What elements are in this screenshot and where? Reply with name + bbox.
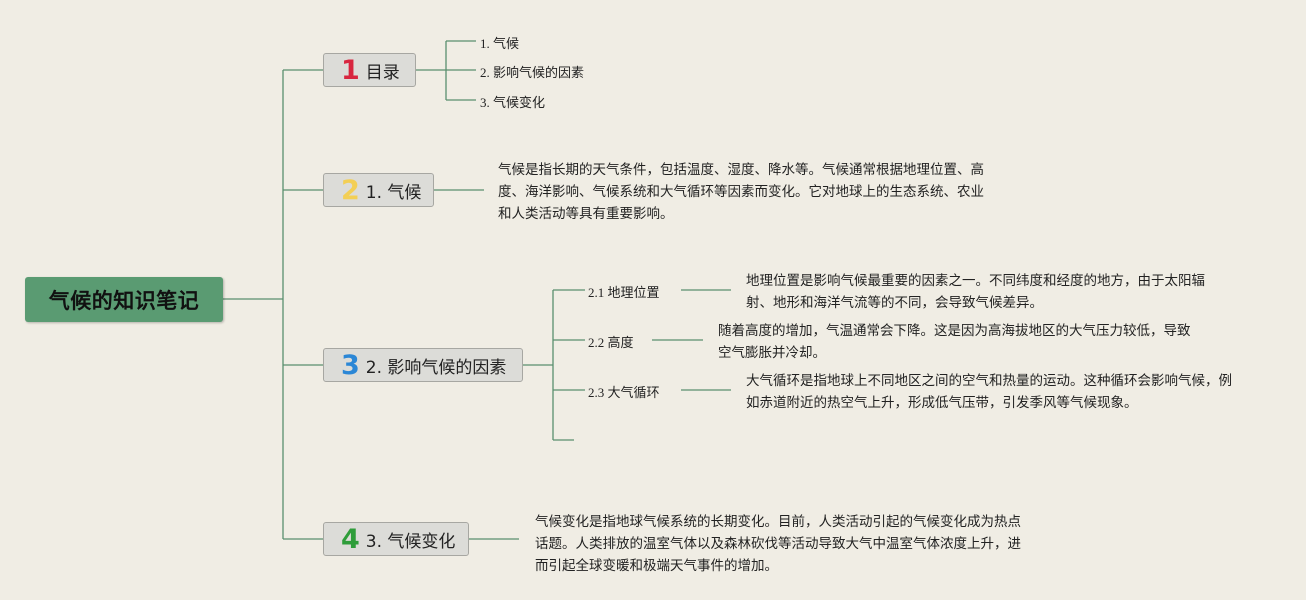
geography-note: 地理位置是影响气候最重要的因素之一。不同纬度和经度的地方，由于太阳辐射、地形和海… bbox=[746, 273, 1205, 311]
factor-altitude[interactable]: 2.2 高度 bbox=[588, 335, 634, 350]
topic-climate-change[interactable]: 4 3. 气候变化 bbox=[323, 522, 469, 556]
topic-climate[interactable]: 2 1. 气候 bbox=[323, 173, 434, 207]
contents-item[interactable]: 3. 气候变化 bbox=[480, 95, 546, 110]
number-2-icon: 2 bbox=[341, 174, 360, 206]
contents-item[interactable]: 1. 气候 bbox=[480, 36, 520, 51]
number-1-icon: 1 bbox=[341, 54, 360, 86]
root-topic[interactable]: 气候的知识笔记 bbox=[25, 277, 223, 322]
topic-label: 目录 bbox=[365, 62, 400, 83]
altitude-note: 随着高度的增加，气温通常会下降。这是因为高海拔地区的大气压力较低，导致空气膨胀并… bbox=[718, 323, 1191, 361]
topic-label: 2. 影响气候的因素 bbox=[365, 357, 507, 378]
contents-item[interactable]: 2. 影响气候的因素 bbox=[480, 65, 585, 80]
climate-change-note: 气候变化是指地球气候系统的长期变化。目前，人类活动引起的气候变化成为热点话题。人… bbox=[535, 514, 1021, 574]
topic-contents[interactable]: 1 目录 bbox=[323, 53, 416, 87]
root-title: 气候的知识笔记 bbox=[48, 288, 200, 313]
topic-label: 3. 气候变化 bbox=[365, 531, 456, 552]
number-3-icon: 3 bbox=[341, 349, 360, 381]
factor-geography[interactable]: 2.1 地理位置 bbox=[588, 285, 660, 300]
factor-circulation[interactable]: 2.3 大气循环 bbox=[588, 385, 660, 400]
topic-factors[interactable]: 3 2. 影响气候的因素 bbox=[323, 348, 523, 382]
topic-label: 1. 气候 bbox=[365, 182, 422, 203]
climate-note: 气候是指长期的天气条件，包括温度、湿度、降水等。气候通常根据地理位置、高度、海洋… bbox=[498, 162, 984, 222]
circulation-note: 大气循环是指地球上不同地区之间的空气和热量的运动。这种循环会影响气候，例如赤道附… bbox=[746, 373, 1232, 411]
number-4-icon: 4 bbox=[341, 523, 360, 555]
